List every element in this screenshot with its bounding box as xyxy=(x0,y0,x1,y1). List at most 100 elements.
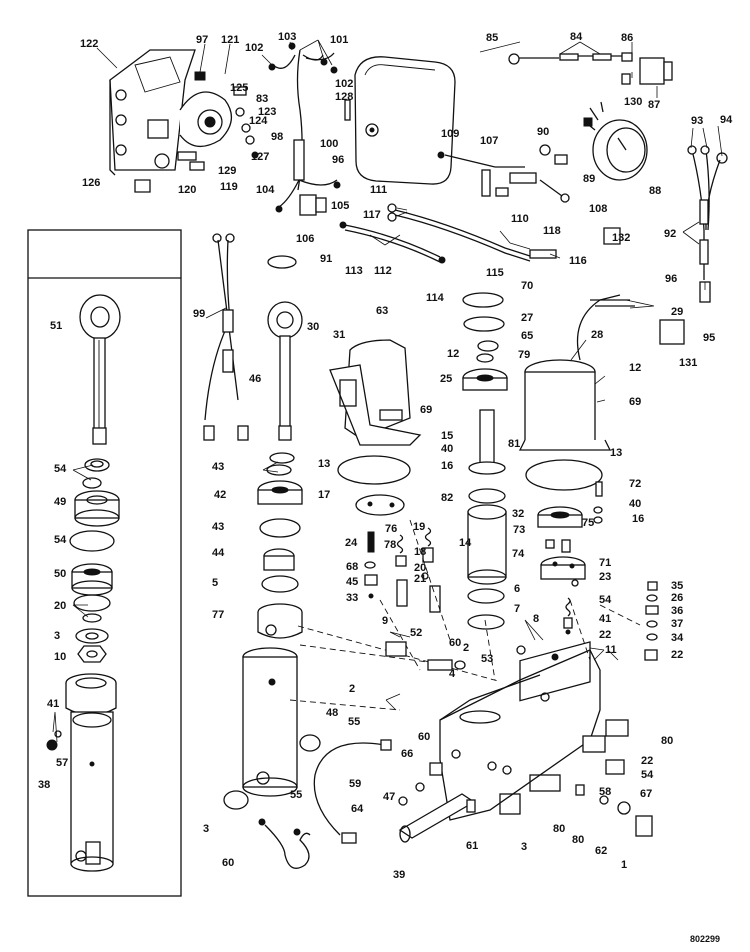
check-valve-parts-drawing xyxy=(563,579,579,635)
part-label: 40 xyxy=(629,498,641,510)
part-label: 43 xyxy=(212,521,224,533)
part-label: 23 xyxy=(599,571,611,583)
part-label: 16 xyxy=(441,460,453,472)
part-label: 118 xyxy=(543,225,561,237)
part-label: 40 xyxy=(441,443,453,455)
part-label: 90 xyxy=(537,126,549,138)
part-label: 128 xyxy=(335,91,353,103)
part-label: 61 xyxy=(466,840,478,852)
part-label: 129 xyxy=(218,165,236,177)
part-label: 13 xyxy=(610,447,622,459)
part-label: 81 xyxy=(508,438,520,450)
part-label: 24 xyxy=(345,537,358,549)
part-label: 99 xyxy=(193,308,205,320)
part-label: 44 xyxy=(212,547,225,559)
part-label: 49 xyxy=(54,496,66,508)
pump-manifold-body-drawing xyxy=(439,641,601,821)
part-label: 80 xyxy=(553,823,565,835)
solenoid-cover-drawing xyxy=(344,56,456,185)
plate-17-drawing xyxy=(355,494,405,516)
part-label: 112 xyxy=(374,265,392,277)
part-label: 3 xyxy=(54,630,60,642)
part-label: 123 xyxy=(258,106,276,118)
cylinder-inset-panel xyxy=(27,229,182,897)
part-label: 92 xyxy=(664,228,676,240)
part-label: 109 xyxy=(441,128,459,140)
part-label: 47 xyxy=(383,791,395,803)
right-cable-drawing xyxy=(603,145,728,303)
part-label: 116 xyxy=(569,255,587,267)
valve-11-drawing xyxy=(427,659,466,671)
part-label: 96 xyxy=(665,273,677,285)
part-label: 69 xyxy=(629,396,641,408)
part-number-labels: 122 97 121 102 103 101 102 128 125 83 12… xyxy=(38,31,733,881)
part-label: 91 xyxy=(320,253,332,265)
part-label: 58 xyxy=(599,786,611,798)
part-label: 131 xyxy=(679,357,697,369)
part-label: 27 xyxy=(521,312,533,324)
part-label: 41 xyxy=(599,613,611,625)
part-label: 41 xyxy=(47,698,59,710)
part-label: 54 xyxy=(54,534,67,546)
part-label: 55 xyxy=(348,716,360,728)
trim-rod-drawing xyxy=(267,301,303,441)
part-label: 48 xyxy=(326,707,338,719)
part-label: 67 xyxy=(640,788,652,800)
part-label: 80 xyxy=(661,735,673,747)
part-label: 71 xyxy=(599,557,611,569)
part-label: 64 xyxy=(351,803,364,815)
part-label: 7 xyxy=(514,603,520,615)
part-label: 130 xyxy=(624,96,642,108)
part-label: 65 xyxy=(521,330,533,342)
trim-gauge-drawing xyxy=(583,101,648,181)
part-label: 86 xyxy=(621,32,633,44)
leader-lines xyxy=(52,39,723,743)
part-label: 107 xyxy=(480,135,498,147)
part-label: 126 xyxy=(82,177,100,189)
part-label: 20 xyxy=(414,562,426,574)
part-label: 124 xyxy=(249,115,268,127)
part-label: 87 xyxy=(648,99,660,111)
part-label: 32 xyxy=(512,508,524,520)
part-label: 17 xyxy=(318,489,330,501)
pivot-pin-drawing xyxy=(398,793,476,843)
part-label: 22 xyxy=(671,649,683,661)
part-label: 36 xyxy=(671,605,683,617)
left-mid-stack-drawing xyxy=(257,452,303,639)
part-label: 42 xyxy=(214,489,226,501)
part-label: 37 xyxy=(671,618,683,630)
part-label: 18 xyxy=(414,546,426,558)
part-label: 75 xyxy=(582,517,594,529)
part-label: 51 xyxy=(50,320,62,332)
gauge-wiring-drawing xyxy=(437,144,570,203)
piston-rod-drawing xyxy=(79,294,121,445)
part-label: 73 xyxy=(513,524,525,536)
part-label: 14 xyxy=(459,537,472,549)
part-label: 76 xyxy=(385,523,397,535)
part-label: 29 xyxy=(671,306,683,318)
caps-55-drawing xyxy=(223,734,321,810)
part-label: 25 xyxy=(440,373,452,385)
part-label: 106 xyxy=(296,233,314,245)
part-label: 114 xyxy=(426,292,445,304)
part-label: 97 xyxy=(196,34,208,46)
part-label: 78 xyxy=(384,539,396,551)
harness-99-drawing xyxy=(203,233,249,441)
cylinder-body-drawing xyxy=(46,673,117,872)
part-label: 16 xyxy=(632,513,644,525)
part-label: 77 xyxy=(212,609,224,621)
part-label: 12 xyxy=(447,348,459,360)
part-label: 122 xyxy=(80,38,98,50)
part-label: 3 xyxy=(203,823,209,835)
center-valve-stack-drawing xyxy=(462,292,508,630)
part-label: 108 xyxy=(589,203,607,215)
part-label: 98 xyxy=(271,131,283,143)
part-label: 33 xyxy=(346,592,358,604)
part-label: 103 xyxy=(278,31,296,43)
part-label: 11 xyxy=(605,644,617,656)
main-cylinder-drawing xyxy=(242,647,298,797)
part-label: 119 xyxy=(220,181,238,193)
part-label: 89 xyxy=(583,173,595,185)
part-label: 13 xyxy=(318,458,330,470)
